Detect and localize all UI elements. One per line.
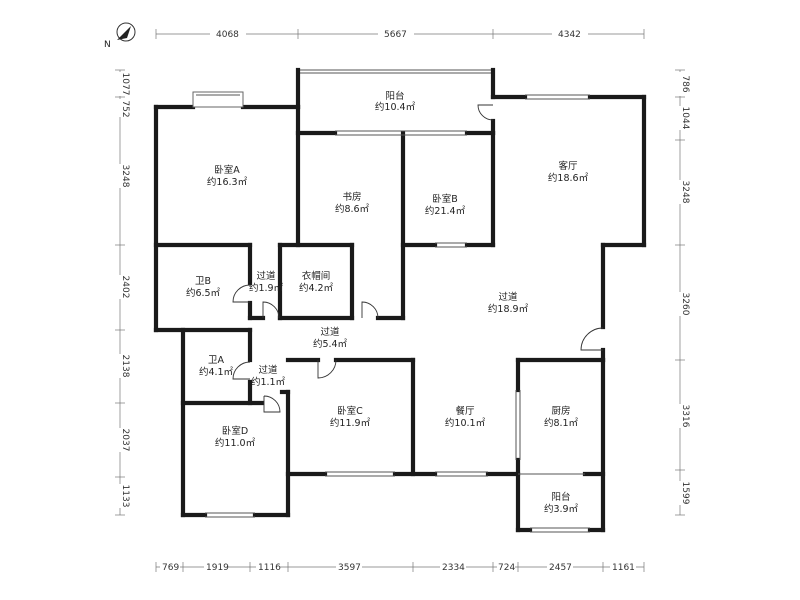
dim-top-1: 4068 bbox=[216, 30, 239, 40]
compass-north-label: N bbox=[104, 40, 111, 50]
room-bath-a-area: 约4.1㎡ bbox=[199, 366, 234, 378]
room-bedroom-a-area: 约16.3㎡ bbox=[207, 176, 248, 188]
dim-bottom-8: 1161 bbox=[612, 563, 635, 573]
room-bedroom-a-name: 卧室A bbox=[214, 164, 240, 176]
dim-left-5: 2138 bbox=[120, 355, 130, 378]
dim-right-2: 1044 bbox=[680, 107, 690, 130]
dimension-left: 1077 752 3248 2402 2138 2037 1133 bbox=[113, 69, 130, 516]
walls bbox=[153, 67, 647, 533]
dim-left-1: 1077 bbox=[120, 73, 130, 96]
dim-bottom-5: 2334 bbox=[442, 563, 465, 573]
room-living-area: 约18.6㎡ bbox=[548, 172, 589, 184]
room-passage-1-name: 过道 bbox=[256, 270, 276, 282]
room-passage-3-name: 过道 bbox=[258, 364, 278, 376]
windows bbox=[192, 91, 590, 533]
room-balcony-bottom-name: 阳台 bbox=[551, 491, 570, 503]
room-passage-main-name: 过道 bbox=[498, 291, 518, 303]
dim-right-1: 786 bbox=[680, 75, 690, 92]
room-bedroom-c-name: 卧室C bbox=[337, 405, 363, 417]
room-dining-name: 餐厅 bbox=[455, 405, 475, 417]
dim-left-4: 2402 bbox=[120, 276, 130, 299]
dim-left-3: 3248 bbox=[120, 165, 130, 188]
door-bedroom-c-icon bbox=[317, 359, 337, 379]
dim-top-3: 4342 bbox=[558, 30, 581, 40]
room-bedroom-c-area: 约11.9㎡ bbox=[330, 417, 371, 429]
door-passage-1-icon bbox=[262, 301, 280, 319]
dim-bottom-7: 2457 bbox=[549, 563, 572, 573]
room-passage-1-area: 约1.9㎡ bbox=[249, 282, 284, 294]
dim-right-3: 3248 bbox=[680, 181, 690, 204]
room-bath-a-name: 卫A bbox=[208, 355, 225, 366]
room-bedroom-b-area: 约21.4㎡ bbox=[425, 205, 466, 217]
dim-bottom-3: 1116 bbox=[258, 563, 281, 573]
room-balcony-top-name: 阳台 bbox=[385, 90, 404, 102]
dim-right-5: 3316 bbox=[680, 405, 690, 428]
doors bbox=[232, 104, 604, 413]
dimension-bottom: 769 1919 1116 3597 2334 724 2457 1161 bbox=[155, 560, 645, 574]
dim-bottom-2: 1919 bbox=[206, 563, 229, 573]
door-bedroom-d-icon bbox=[263, 395, 281, 413]
room-passage-2-name: 过道 bbox=[320, 326, 340, 338]
dim-bottom-6: 724 bbox=[498, 563, 515, 573]
door-living-icon bbox=[580, 327, 604, 351]
room-study-area: 约8.6㎡ bbox=[335, 203, 370, 215]
room-balcony-top-area: 约10.4㎡ bbox=[375, 101, 416, 113]
room-study-name: 书房 bbox=[342, 191, 361, 203]
room-bath-b-name: 卫B bbox=[195, 276, 211, 287]
room-passage-2-area: 约5.4㎡ bbox=[313, 338, 348, 350]
room-cloakroom-name: 衣帽间 bbox=[302, 270, 331, 282]
dimension-top: 4068 5667 4342 bbox=[155, 27, 645, 41]
dim-top-2: 5667 bbox=[384, 30, 407, 40]
door-bath-a-icon bbox=[232, 361, 251, 380]
room-bedroom-b-name: 卧室B bbox=[432, 193, 458, 205]
room-bedroom-d-area: 约11.0㎡ bbox=[215, 437, 256, 449]
room-balcony-bottom-area: 约3.9㎡ bbox=[544, 503, 579, 515]
room-bedroom-d-name: 卧室D bbox=[222, 425, 248, 437]
room-cloakroom-area: 约4.2㎡ bbox=[299, 282, 334, 294]
dimension-right: 786 1044 3248 3260 3316 1599 bbox=[673, 69, 690, 516]
dim-bottom-1: 769 bbox=[162, 563, 179, 573]
door-balcony-icon bbox=[477, 104, 494, 121]
room-kitchen-area: 约8.1㎡ bbox=[544, 417, 579, 429]
door-cloakroom-icon bbox=[361, 301, 379, 319]
room-kitchen-name: 厨房 bbox=[551, 405, 570, 417]
room-bath-b-area: 约6.5㎡ bbox=[186, 287, 221, 299]
dim-right-4: 3260 bbox=[680, 293, 690, 316]
compass-arrow-icon bbox=[117, 26, 131, 40]
dim-left-2: 752 bbox=[120, 100, 130, 117]
dim-left-6: 2037 bbox=[120, 429, 130, 452]
room-passage-3-area: 约1.1㎡ bbox=[251, 376, 286, 388]
room-passage-main-area: 约18.9㎡ bbox=[488, 303, 529, 315]
room-dining-area: 约10.1㎡ bbox=[445, 417, 486, 429]
dim-left-7: 1133 bbox=[120, 485, 130, 508]
dim-bottom-4: 3597 bbox=[338, 563, 361, 573]
room-labels: 阳台 约10.4㎡ 卧室A 约16.3㎡ 书房 约8.6㎡ 卧室B 约21.4㎡… bbox=[186, 90, 589, 515]
dim-right-6: 1599 bbox=[680, 482, 690, 505]
room-living-name: 客厅 bbox=[558, 160, 578, 172]
compass: N bbox=[104, 22, 136, 50]
door-bath-b-icon bbox=[232, 284, 251, 303]
